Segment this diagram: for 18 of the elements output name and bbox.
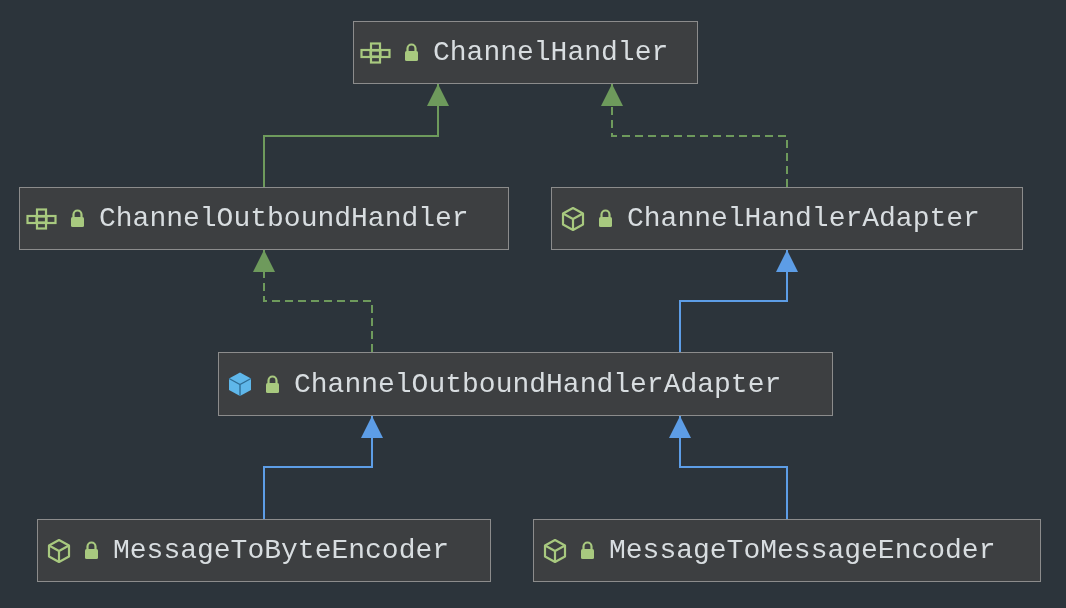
class-name: ChannelOutboundHandler (99, 203, 469, 234)
class-box (218, 352, 833, 416)
class-name: ChannelHandlerAdapter (627, 203, 980, 234)
inheritance-arrow (679, 249, 798, 353)
class-name: ChannelHandler (433, 37, 669, 68)
class-box (19, 187, 509, 250)
class-box (551, 187, 1023, 250)
inheritance-arrow (601, 83, 788, 188)
inheritance-arrow (263, 83, 449, 188)
class-name: ChannelOutboundHandlerAdapter (294, 368, 782, 400)
class-box (37, 519, 491, 582)
inheritance-arrow (263, 415, 383, 520)
class-box (533, 519, 1041, 582)
class-name: MessageToMessageEncoder (609, 535, 996, 566)
class-box (353, 21, 698, 84)
class-name: MessageToByteEncoder (113, 535, 450, 566)
inheritance-arrow (253, 249, 373, 353)
inheritance-arrow (669, 415, 788, 520)
